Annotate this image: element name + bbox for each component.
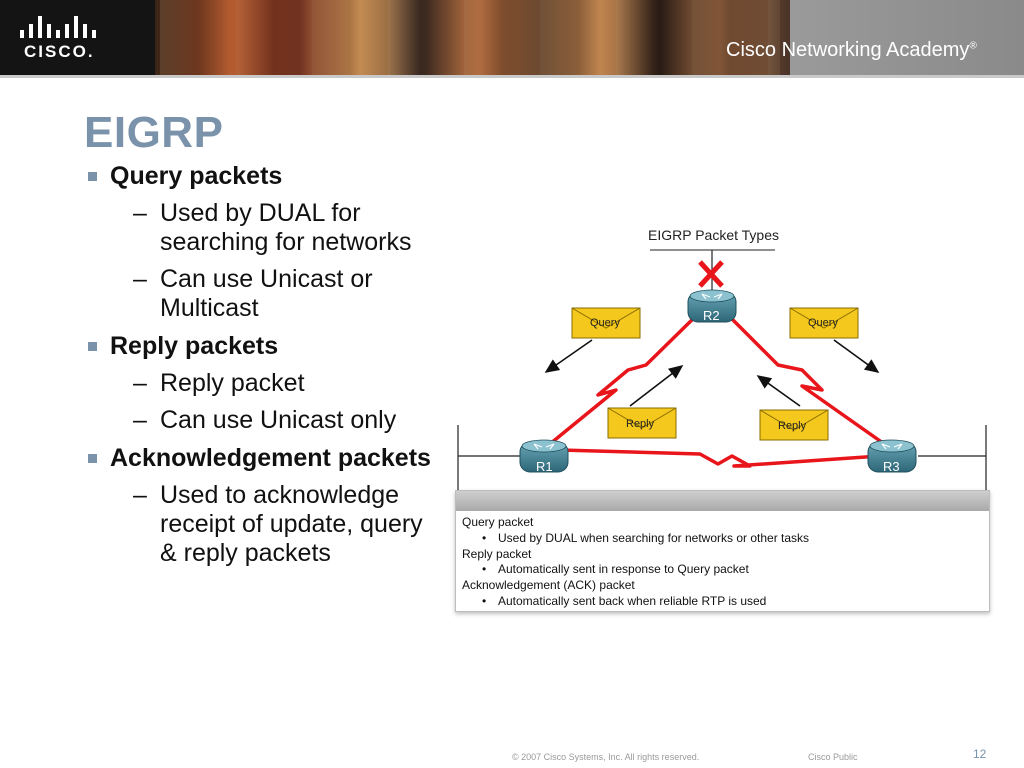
square-bullet-icon [88,454,97,463]
reply-label-left: Reply [626,418,655,430]
slide-title: EIGRP [84,108,224,157]
link-r2-r1 [543,310,702,450]
square-bullet-icon [88,342,97,351]
footer-classification: Cisco Public [808,752,858,762]
link-failure-x-icon [698,260,724,288]
query-envelope-left [571,307,641,339]
reply-left-arrow [629,365,684,407]
info-heading: Acknowledgement (ACK) packet [462,578,635,593]
query-label-left: Query [590,317,620,329]
cisco-logo: CISCO. [18,14,98,64]
sub-bullet: –Used to acknowledge receipt of update, … [133,481,423,567]
sub-bullet: –Can use Unicast only [133,406,397,434]
packet-types-info-box: Query packet Used by DUAL when searching… [455,490,990,612]
reply-envelope-right [759,409,829,441]
footer-copyright: © 2007 Cisco Systems, Inc. All rights re… [512,752,700,762]
sub-bullet: –Reply packet [133,369,305,397]
info-detail: Automatically sent back when reliable RT… [462,594,983,610]
square-bullet-icon [88,172,97,181]
figure-title: EIGRP Packet Types [648,227,779,243]
info-box-rows: Query packet Used by DUAL when searching… [456,511,989,614]
reply-envelope-left [607,407,677,439]
banner-photo-strip [160,0,780,78]
cisco-bridge-icon [18,14,98,38]
query-right-arrow [833,339,880,373]
query-label-right: Query [808,317,838,329]
sub-bullet: –Used by DUAL for searching for networks [133,199,412,256]
bullet-query-packets: Query packets [88,162,433,191]
bullet-ack-packets: Acknowledgement packets [88,444,433,473]
router-r1-icon [519,439,569,473]
academy-name: Cisco Networking Academy [726,39,970,61]
link-r2-r3 [723,310,892,450]
registered-mark: ® [969,40,977,52]
info-box-header-bar [456,491,989,511]
info-heading: Reply packet [462,546,532,561]
academy-title: Cisco Networking Academy® [726,39,977,62]
query-envelope-right [789,307,859,339]
cisco-wordmark: CISCO. [24,42,95,61]
router-r2-icon [687,289,737,323]
header-banner: CISCO. Cisco Networking Academy® [0,0,1024,78]
topology-diagram [457,249,987,490]
page-number: 12 [973,747,987,761]
info-detail: Automatically sent in response to Query … [462,562,983,578]
banner-divider [0,75,1024,78]
query-left-arrow [544,339,593,373]
router-r3-icon [867,439,917,473]
router-label-r2: R2 [703,308,720,323]
reply-label-right: Reply [778,420,807,432]
router-label-r1: R1 [536,459,553,474]
router-label-r3: R3 [883,459,900,474]
bullet-reply-packets: Reply packets [88,332,433,361]
reply-right-arrow [756,375,801,407]
info-heading: Query packet [462,515,534,529]
link-r1-r3 [559,448,881,468]
eigrp-packet-types-figure: EIGRP Packet Types R2 R1 R3 Query Query … [450,210,995,620]
sub-bullet: –Can use Unicast or Multicast [133,265,373,322]
bullet-list: Query packets –Used by DUAL for searchin… [88,162,433,568]
info-detail: Used by DUAL when searching for networks… [462,531,983,547]
